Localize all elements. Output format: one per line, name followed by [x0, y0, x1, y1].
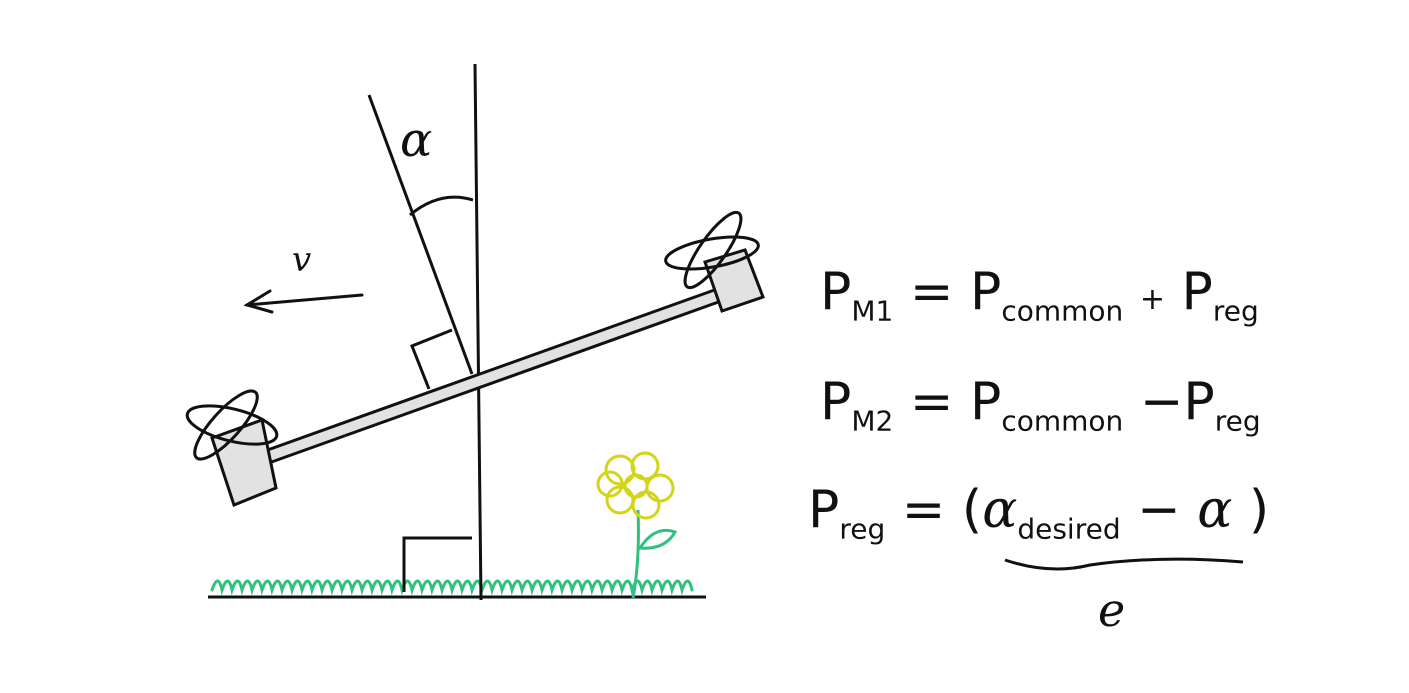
eq2-rhs-sub2: reg — [1214, 404, 1261, 438]
equation-preg: Preg = (αdesired − α ) — [808, 480, 1269, 545]
eq1-rhs: = P — [909, 262, 1002, 322]
eq1-lhs-sub: M1 — [851, 294, 894, 328]
eq1-rhs-sub1: common — [1001, 294, 1124, 328]
angle-arc — [409, 195, 474, 217]
eq1-lhs: P — [820, 262, 852, 322]
right-propeller-icon — [664, 210, 760, 290]
flower-leaf — [637, 528, 678, 550]
eq3-minus: − — [1137, 480, 1181, 540]
velocity-label: v — [292, 240, 312, 280]
eq3-alpha: α — [982, 480, 1018, 540]
ground-right-angle-marker — [402, 536, 472, 592]
error-underbrace — [1004, 557, 1244, 571]
eq1-rhs-sub2: reg — [1212, 294, 1259, 328]
vertical-reference-line — [473, 63, 483, 601]
angle-label: α — [400, 112, 433, 168]
left-propeller-icon — [185, 389, 279, 461]
body-normal-line — [367, 94, 474, 375]
velocity-arrow-icon — [243, 289, 364, 314]
eq3-lhs-sub: reg — [839, 512, 886, 546]
grass — [210, 579, 694, 596]
eq3-lhs: P — [808, 480, 840, 540]
eq1-rhs2: P — [1181, 262, 1213, 322]
eq1-op: + — [1139, 282, 1165, 317]
eq2-lhs-sub: M2 — [851, 404, 894, 438]
eq2-rhs2: P — [1183, 372, 1215, 432]
eq3-open-paren: ( — [961, 480, 983, 540]
equation-pm2: PM2 = Pcommon −Preg — [820, 372, 1261, 437]
eq3-alpha-sub: desired — [1017, 512, 1121, 546]
eq3-close-paren: ) — [1248, 480, 1270, 540]
flower — [596, 451, 678, 599]
eq3-equals: = — [901, 480, 946, 540]
eq2-rhs: = P — [909, 372, 1002, 432]
left-motor — [210, 418, 278, 507]
eq2-op: − — [1139, 372, 1184, 432]
eq3-alpha2: α — [1197, 480, 1233, 540]
body-right-angle-marker — [410, 328, 453, 390]
equation-pm1: PM1 = Pcommon + Preg — [820, 262, 1259, 327]
eq2-lhs: P — [820, 372, 852, 432]
eq2-rhs-sub1: common — [1001, 404, 1124, 438]
error-label: e — [1098, 583, 1126, 637]
flower-stem — [631, 509, 640, 599]
drone-arm — [260, 286, 726, 466]
flower-petals — [596, 451, 675, 520]
